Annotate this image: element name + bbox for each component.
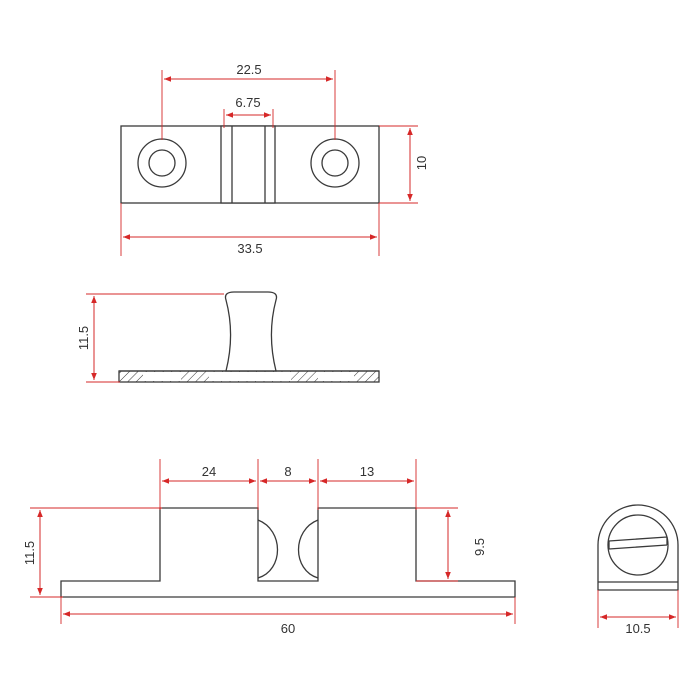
dim-label-top-height: 10 — [414, 156, 429, 170]
side-view-body — [60, 507, 516, 598]
dim-label-side-left: 24 — [202, 464, 216, 479]
dim-label-center-width: 6.75 — [235, 95, 260, 110]
dim-label-top-length: 33.5 — [237, 241, 262, 256]
left-ball — [257, 519, 279, 579]
dim-label-side-length: 60 — [281, 621, 295, 636]
dim-label-side-block-height: 9.5 — [472, 538, 487, 556]
dim-label-section-height: 11.5 — [76, 326, 91, 350]
end-view-ball — [607, 514, 669, 576]
slot-icon — [608, 536, 668, 550]
side-view: 24 8 13 11.5 9.5 60 — [22, 459, 516, 636]
dim-label-side-gap: 8 — [284, 464, 291, 479]
section-view: 11.5 — [76, 291, 380, 383]
end-view: 10.5 — [597, 504, 679, 636]
top-view: 22.5 6.75 10 33.5 — [120, 62, 429, 256]
dim-label-side-right: 13 — [360, 464, 374, 479]
right-ball — [297, 519, 319, 579]
dim-label-hole-spacing: 22.5 — [236, 62, 261, 77]
dim-label-side-total-height: 11.5 — [22, 541, 37, 565]
dim-label-end-width: 10.5 — [625, 621, 650, 636]
section-post — [224, 291, 278, 372]
top-view-center-block — [220, 125, 276, 204]
